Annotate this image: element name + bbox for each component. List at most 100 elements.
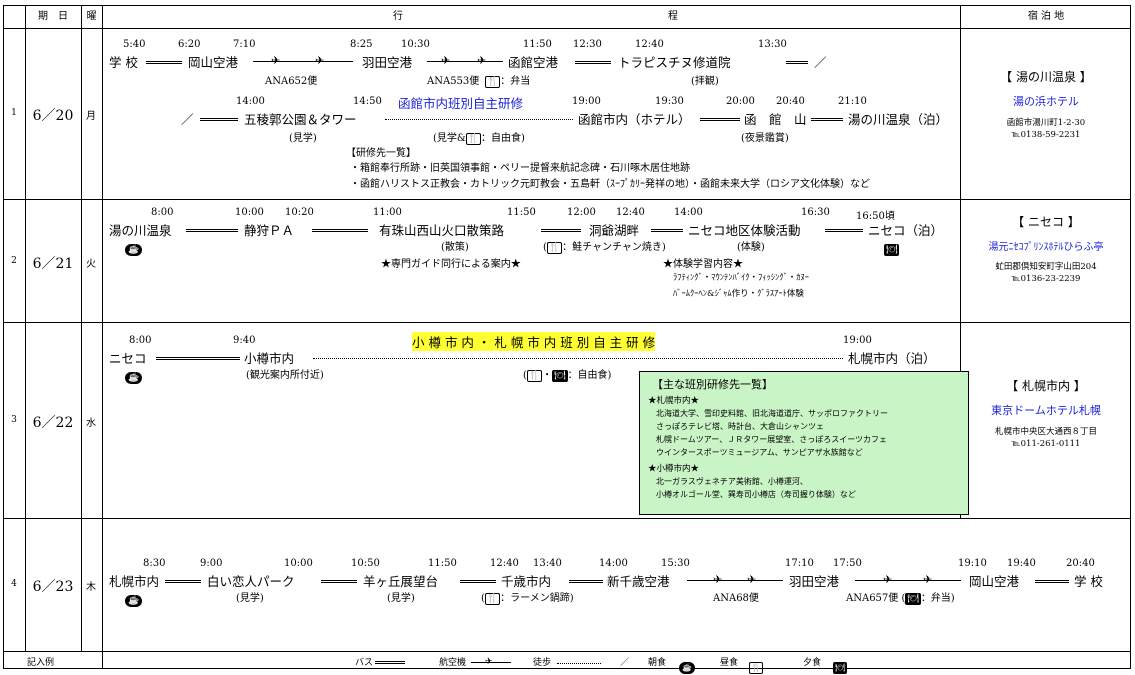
day-date: 6／22 [32,415,74,431]
visit-note: (夜景鑑賞) [741,133,789,144]
bus-segment [575,61,611,64]
study-list-line: さっぽろテレビ塔、時計台、大倉山シャンツェ [656,422,824,431]
bus-segment [700,118,740,121]
group-study-title: 函館市内班別自主研修 [398,96,524,111]
study-list-line: 小樽オルゴール堂、巽寿司小樽店（寿司握り体験）など [656,490,856,499]
study-list-title: 【研修先一覧】 [346,148,416,159]
study-list-line: ・函館ハリストス正教会・カトリック元町教会・五島軒（ｽｰﾌﾟｶﾘｰ発祥の地）・函… [350,179,870,190]
place-label: 岡山空港 [188,55,239,70]
airplane-icon: ✈ [485,657,493,667]
cutlery-icon: 🍴 [526,370,543,382]
cutlery-icon: 🍴 [484,593,501,605]
experience-title: ★体験学習内容★ [663,259,743,270]
grid-line [3,518,1131,519]
place-label: 函館市内（ホテル） [578,112,691,127]
bus-segment [811,118,843,121]
lodging-cell: 【 札幌市内 】 東京ドームホテル札幌 札幌市中央区大通西８丁目 ℡011-26… [961,377,1131,450]
lodging-area: 【 札幌市内 】 [1006,379,1086,393]
study-list-line: ・箱館奉行所跡・旧英国領事館・ペリー提督来航記念碑・石川啄木居住地跡 [350,163,690,174]
time-label: 8:30 [143,558,166,569]
flight-segment [687,580,783,581]
dinner-icon: 🍽 [552,370,568,382]
place-label: 白い恋人パーク [207,574,295,589]
time-label: 12:30 [573,39,602,50]
grid-line [102,5,103,668]
grid-line [1130,5,1131,668]
dinner-marker: 🍽 [884,237,900,256]
place-label: 静狩ＰＡ [244,223,295,238]
time-label: 6:20 [178,39,201,50]
place-label: 洞爺湖畔 [589,223,640,238]
airplane-icon: ✈ [477,54,487,67]
visit-note: (体験) [737,242,765,253]
place-label: 五稜郭公園＆タワー [244,112,357,127]
grid-line [3,5,1131,6]
day-number: 2 [11,256,17,266]
study-list-box: 【主な班別研修先一覧】 ★札幌市内★ 北海道大学、雪印史料館、旧北海道道庁、サッ… [639,371,969,515]
bus-segment [321,580,357,583]
lodging-address: 虻田郡倶知安町字山田204 [995,262,1097,272]
walk-segment [385,119,573,120]
time-label: 10:30 [401,39,430,50]
legend-label: 記入例 [27,658,55,668]
study-list-section: ★小樽市内★ [648,464,700,474]
time-label: 20:40 [1066,558,1095,569]
place-label: ／ [181,112,194,127]
time-label: 16:30 [801,207,830,218]
meal-note-text: ：自由食) [567,370,612,381]
bus-segment [541,229,581,232]
day-date: 6／23 [32,579,74,595]
experience-line: ﾊﾞｰﾑｸｰﾍﾝ&ｼﾞｬﾑ作り・ｸﾞﾗｽｱｰﾄ体験 [673,289,804,299]
bus-segment [165,580,201,583]
grid-line [3,322,1131,323]
cup-icon: ☕ [679,655,695,674]
study-list-line: 札幌ドームツアー、ＪＲタワー展望室、さっぽろスイーツカフェ [656,435,888,444]
day-weekday: 木 [86,582,96,593]
time-label: 16:50頃 [856,211,895,222]
lodging-hotel: 東京ドームホテル札幌 [991,404,1101,417]
bus-segment [146,61,182,64]
time-label: 19:00 [843,335,872,346]
place-label: 湯の川温泉 [109,223,172,238]
legend-slash: ／ [620,658,630,668]
lodging-area: 【 ニセコ 】 [1012,215,1080,229]
airplane-icon: ✈ [923,573,933,586]
legend-dinner-label: 夕食 [803,658,822,668]
day-number: 1 [11,108,17,118]
lunch-note-text: ：鮭チャンチャン焼き) [562,242,666,253]
time-label: 10:50 [351,558,380,569]
time-label: 17:10 [785,558,814,569]
visit-note: (見学) [289,133,317,144]
breakfast-marker: ☕ [125,237,143,256]
time-label: 10:20 [285,207,314,218]
time-label: 19:30 [655,96,684,107]
grid-line [3,651,1131,652]
airplane-icon: ✈ [713,573,723,586]
header-itinerary-right: 程 [668,11,678,22]
lodging-tel: ℡011-261-0111 [1011,439,1081,449]
time-label: 13:30 [758,39,787,50]
time-label: 12:40 [616,207,645,218]
place-label: 学 校 [1074,574,1103,589]
legend-air-label: 航空機 [439,658,467,668]
time-label: 11:50 [507,207,536,218]
study-list-line: ウインタースポーツミュージアム、サンピアザ水族館など [656,448,863,457]
place-label: ニセコ [109,351,147,366]
lodging-hotel: 湯の浜ホテル [1013,95,1079,108]
day-date: 6／20 [32,108,74,124]
place-label: 札幌市内（泊） [848,351,936,366]
flight-segment [427,61,503,62]
airplane-icon: ✈ [271,54,281,67]
time-label: 12:40 [635,39,664,50]
place-label: トラピスチヌ修道院 [618,55,731,70]
breakfast-marker: ☕ [125,365,143,384]
time-label: 19:10 [958,558,987,569]
place-label: 湯の川温泉（泊） [848,112,949,127]
visit-note-text: (見学& [433,133,466,144]
day-number: 4 [11,579,17,589]
place-label: 千歳市内 [501,574,552,589]
lodging-cell: 【 ニセコ 】 湯元ﾆｾｺﾌﾟﾘﾝｽﾎﾃﾙひらふ亭 虻田郡倶知安町字山田204 … [961,213,1131,285]
time-label: 8:25 [350,39,373,50]
cutlery-icon: 🍴 [485,76,501,88]
place-label: ／ [814,55,827,70]
